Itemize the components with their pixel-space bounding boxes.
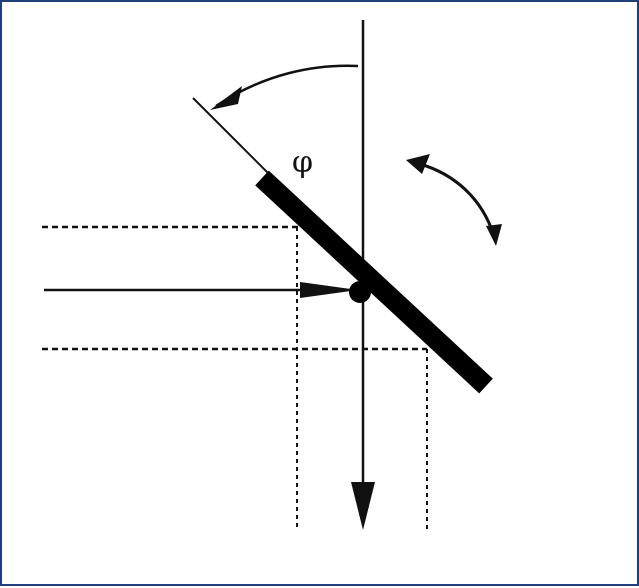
rotation-arrowhead-top (406, 154, 430, 174)
angle-arc-arrowhead (210, 86, 242, 110)
rotation-arrowhead-bottom (486, 224, 502, 246)
reflected-beam-arrowhead (351, 482, 375, 530)
angle-label-phi: φ (292, 145, 313, 180)
reflection-point (349, 281, 371, 303)
rotation-arc (419, 162, 496, 237)
mirror-plate (255, 170, 493, 394)
incident-beam-arrowhead (300, 282, 358, 298)
